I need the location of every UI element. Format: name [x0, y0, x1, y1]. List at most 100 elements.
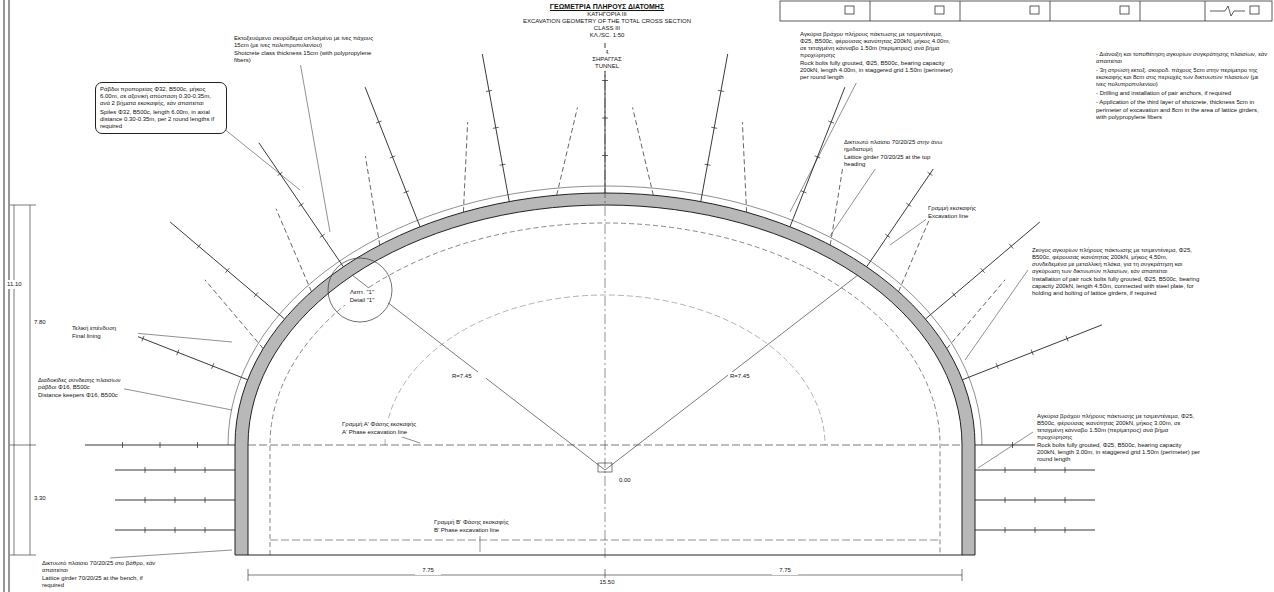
annotation: Detail "1": [338, 297, 386, 304]
spile: [633, 107, 654, 195]
spile: [899, 209, 934, 292]
bolt-tick: [711, 127, 717, 128]
annotation: 3.30: [34, 495, 56, 502]
rock-bolt: [701, 54, 728, 202]
leader-line: [300, 62, 330, 232]
bolt-tick: [1065, 497, 1066, 503]
dimension-tick: [10, 445, 36, 446]
bolt-tick: [906, 203, 911, 206]
spile: [947, 280, 1005, 349]
bolt-tick: [175, 467, 176, 473]
title-line: CLASS III: [457, 25, 757, 32]
bolt-tick: [177, 350, 179, 356]
annotation: - Διάνοιξη και τοποθέτηση αγκυρίων συγκρ…: [1096, 51, 1268, 65]
bolt-tick: [1009, 244, 1013, 249]
spile: [365, 156, 379, 245]
label-group: Γραμμή Α' Φάσης εκσκαφήςA' Phase excavat…: [340, 420, 444, 437]
annotation: 7.75: [774, 567, 796, 574]
annotation: R=7.45: [730, 373, 762, 380]
rock-bolt: [365, 87, 420, 227]
title-line: ΚΑΤΗΓΟΡΙΑ ΙΙΙ: [457, 11, 757, 18]
bolt-tick: [160, 442, 161, 448]
rock-bolt: [790, 87, 845, 227]
title-line: ΚΛ./SC. 1:50: [457, 32, 757, 39]
spile: [205, 280, 263, 349]
spile: [742, 122, 746, 212]
label-group: Διαδοκίδες σύνδεσης πλαισίων ράβδοι Φ16,…: [36, 376, 124, 400]
annotation: Τελική επένδυση: [72, 325, 136, 332]
bolt-tick: [996, 363, 998, 369]
annotation: Excavation line: [928, 213, 1000, 220]
rock-bolt: [170, 222, 284, 319]
border-line: [4, 0, 5, 592]
annotation: Αγκύρια βράχου πλήρους πάκτωσης με τσιμε…: [1037, 413, 1202, 441]
leader-line: [110, 550, 232, 558]
dimension-tick: [10, 555, 36, 556]
label-group: 0.00: [617, 476, 643, 485]
dimension-line: [14, 205, 15, 555]
label-group: Αγκύρια βράχου πλήρους πάκτωσης με τσιμε…: [798, 30, 957, 83]
bolt-tick: [1031, 350, 1033, 356]
annotation: Shotcrete class thickness 15cm (with pol…: [234, 50, 374, 64]
leader-line: [480, 536, 481, 552]
annotation: Εκτοξευόμενο σκυρόδεμα οπλισμένο με ίνες…: [234, 35, 374, 49]
leader-line: [890, 218, 928, 245]
annotation: Δικτυωτό πλαίσιο 70/20/25 στο βάθρο, εάν…: [42, 560, 164, 574]
label-group: Γραμμή εκσκαφήςExcavation line: [926, 204, 1002, 221]
bolt-tick: [1005, 497, 1006, 503]
annotation: Distance keepers Φ16, B500c: [38, 392, 122, 399]
leader-line: [120, 388, 232, 410]
leader-line: [218, 124, 300, 190]
spile: [830, 156, 844, 245]
drawing-title: ΓΕΩΜΕΤΡΙΑ ΠΛΗΡΟΥΣ ΔΙΑΤΟΜΗΣ: [457, 3, 757, 11]
label-group: Τελική επένδυσηFinal lining: [70, 324, 138, 341]
bolt-tick: [801, 191, 807, 193]
annotation: 7.75: [417, 567, 439, 574]
title-strip: [780, 1, 1272, 21]
bolt-tick: [390, 156, 396, 158]
bolt-tick: [486, 90, 492, 91]
border-line: [9, 0, 10, 592]
bolt-tick: [320, 234, 325, 237]
bolt-tick: [376, 121, 382, 123]
annotation: Installation of pair rock bolts fully gr…: [1032, 276, 1200, 297]
bolt-tick: [1065, 467, 1066, 473]
bolt-tick: [403, 191, 409, 193]
dimension-line: [30, 205, 31, 555]
bolt-tick: [1065, 527, 1066, 533]
label-group: R=7.45: [450, 372, 486, 381]
bolt-tick: [952, 292, 956, 297]
annotation: Δικτυωτό πλαίσιο 70/20/25 στην άνω ημιδι…: [844, 139, 952, 153]
annotation: TUNNEL: [582, 63, 632, 70]
bolt-tick: [1005, 527, 1006, 533]
bolt-tick: [718, 90, 724, 91]
bolt-tick: [927, 172, 932, 175]
label-group: R=7.45: [728, 372, 764, 381]
bolt-tick: [205, 467, 206, 473]
label-group: Λεπτ. "1"Detail "1": [336, 288, 388, 305]
label-group: Αγκύρια βράχου πλήρους πάκτωσης με τσιμε…: [1035, 412, 1204, 465]
bolt-tick: [602, 155, 608, 156]
bolt-tick: [145, 497, 146, 503]
rock-bolt: [925, 222, 1039, 319]
bolt-tick: [885, 234, 890, 237]
label-group: Δικτυωτό πλαίσιο 70/20/25 στην άνω ημιδι…: [842, 138, 954, 169]
label-group: ΓΕΩΜΕΤΡΙΑ ΠΛΗΡΟΥΣ ΔΙΑΤΟΜΗΣΚΑΤΗΓΟΡΙΑ ΙΙΙE…: [455, 2, 759, 41]
detail-circle: [328, 258, 392, 322]
bolt-tick: [602, 80, 608, 81]
callout-text: Ράβδοι προπορείας Φ32, Β500c, μήκος 6.00…: [100, 86, 222, 107]
bolt-tick: [981, 268, 985, 273]
annotation: Lattice girder 70/20/25 at the top headi…: [844, 154, 952, 168]
bolt-tick: [602, 118, 608, 119]
radius-line: [605, 275, 858, 470]
annotation: Λεπτ. "1": [338, 289, 386, 296]
bolt-tick: [197, 244, 201, 249]
spile: [557, 107, 578, 195]
bolt-tick: [828, 121, 834, 123]
bolt-tick: [500, 164, 506, 165]
label-group: 7.75: [415, 566, 441, 575]
bolt-tick: [815, 156, 821, 158]
bolt-tick: [1005, 467, 1006, 473]
annotation: Γραμμή Α' Φάσης εκσκαφής: [342, 421, 442, 428]
annotation: Γραμμή εκσκαφής: [928, 205, 1000, 212]
